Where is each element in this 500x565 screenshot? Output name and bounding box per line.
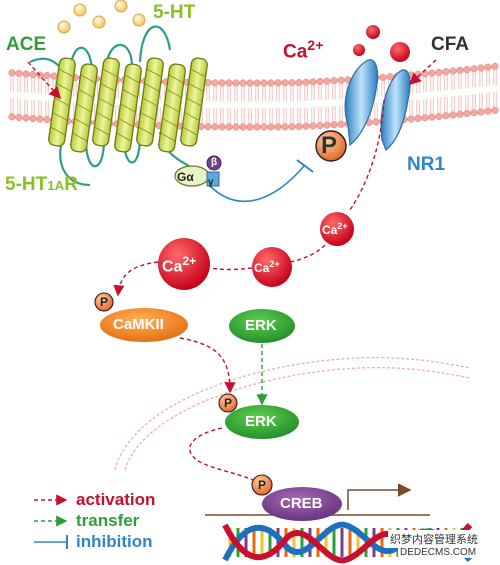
watermark-text: 织梦内容管理系统 — [388, 530, 480, 548]
calcium-influx-path — [349, 99, 385, 211]
ace-label: ACE — [6, 34, 47, 55]
legend-inhibition: inhibition — [76, 532, 153, 551]
g-gamma-label: γ — [208, 177, 214, 188]
legend-activation: activation — [76, 490, 156, 509]
nuclear-envelope — [114, 356, 471, 471]
ca-ion-3 — [158, 238, 210, 290]
creb-phospho — [251, 474, 273, 496]
ca-ion-3-label: Ca2+ — [162, 254, 197, 276]
serotonin-label: 5-HT — [153, 2, 196, 23]
inhibition-path — [209, 164, 306, 203]
camkii-to-erk-arrow — [179, 337, 236, 394]
phospho-nmda-label: P — [321, 132, 338, 159]
extracellular-calcium — [353, 25, 410, 62]
cfa-arrow — [408, 59, 437, 86]
ca-to-camkii-arrow — [113, 261, 159, 297]
phospho-nmda — [315, 130, 347, 162]
5ht1a-receptor-label: 5-HT1AR — [5, 174, 78, 195]
creb-node[interactable] — [262, 487, 342, 521]
camkii-phospho — [94, 292, 114, 312]
camkii-label: CaMKII — [113, 316, 164, 333]
inhibition-bar — [296, 159, 314, 173]
camkii-phospho-label: P — [100, 295, 109, 309]
nmda-nr1-receptor[interactable] — [344, 59, 411, 151]
erk-upper-label: ERK — [245, 317, 277, 334]
g-protein — [174, 155, 222, 187]
ca-ion-1 — [320, 212, 354, 246]
nr1-label: NR1 — [407, 154, 446, 175]
ace-arrow — [27, 61, 61, 100]
ca-ion-1-label: Ca2+ — [322, 221, 348, 237]
ca-ion-2 — [252, 247, 292, 287]
watermark-url: DEDECMS.COM — [398, 547, 479, 558]
cfa-label: CFA — [431, 34, 469, 55]
erk-lower-label: ERK — [245, 413, 277, 430]
transcription-start-arrow — [347, 483, 412, 510]
erk-phospho — [218, 393, 238, 413]
erk-node-lower[interactable] — [225, 405, 299, 439]
g-alpha-label: Gα — [177, 170, 194, 184]
serotonin-molecules — [57, 0, 146, 34]
ca-ion-2-label: Ca2+ — [254, 259, 280, 275]
ca-path-2 — [289, 244, 326, 263]
creb-label: CREB — [280, 495, 323, 512]
5ht1a-receptor[interactable] — [48, 57, 208, 153]
erk-node-upper[interactable] — [229, 309, 295, 343]
erk-phospho-label: P — [224, 396, 233, 410]
g-beta-label: β — [211, 157, 218, 168]
camkii-node[interactable] — [100, 308, 188, 342]
ca-path-3 — [209, 267, 253, 271]
creb-phospho-label: P — [258, 478, 267, 492]
extracellular-calcium-label: Ca2+ — [283, 38, 324, 63]
legend — [34, 494, 68, 549]
legend-transfer: transfer — [76, 511, 140, 530]
erk-to-creb-arrow — [189, 427, 270, 489]
